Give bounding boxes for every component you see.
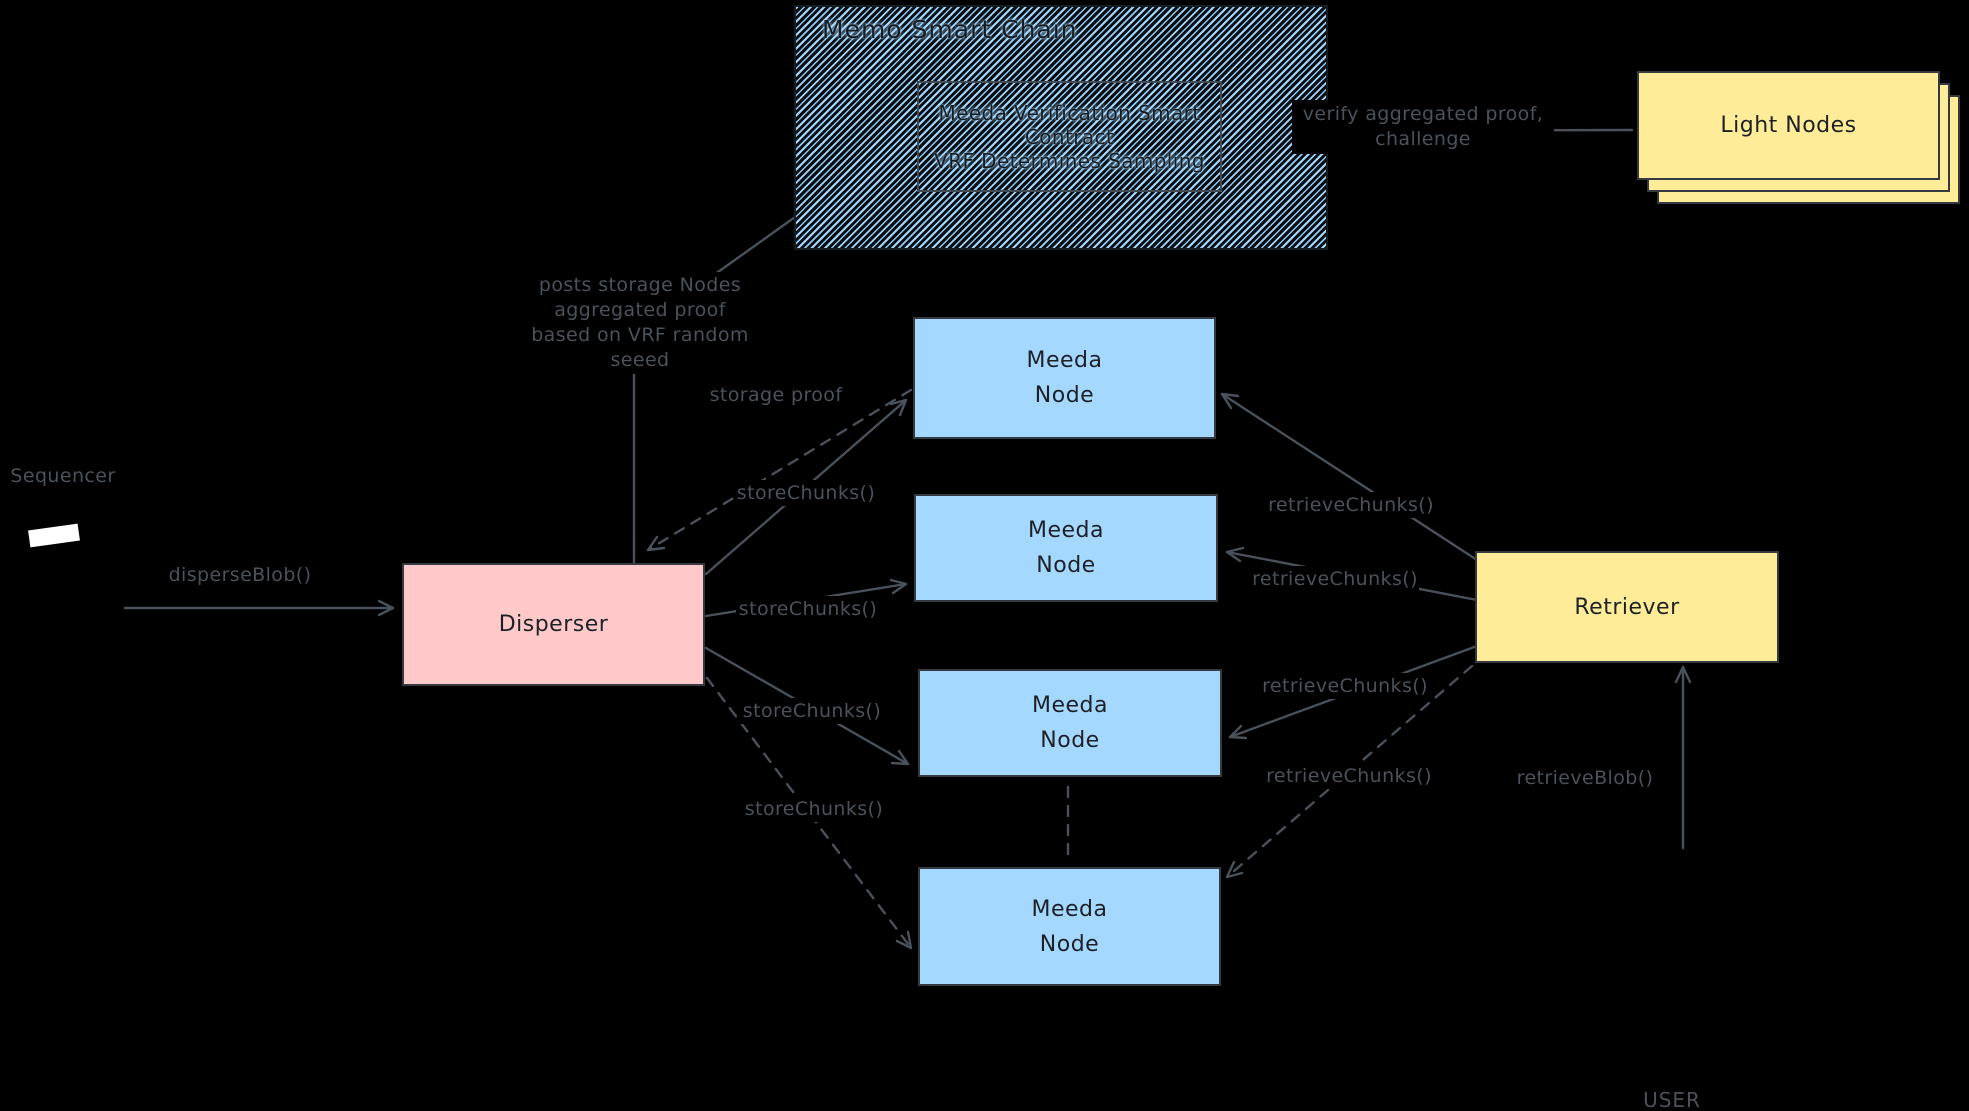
arrow-retrieve-chunks-1 bbox=[1220, 392, 1479, 562]
disperser-box: Disperser bbox=[402, 563, 705, 686]
light-nodes-box: Light Nodes bbox=[1637, 71, 1940, 180]
verification-contract-box: Meeda Verification Smart Contract VRF De… bbox=[917, 81, 1222, 192]
meeda-node-box-3: Meeda Node bbox=[918, 669, 1222, 777]
memo-smart-chain-box: Memo Smart Chain Meeda Verification Smar… bbox=[794, 5, 1328, 250]
arrow-disperse-blob bbox=[123, 599, 395, 617]
disperser-label: Disperser bbox=[498, 612, 609, 637]
arrow-storage-proof bbox=[646, 388, 913, 552]
light-nodes-label: Light Nodes bbox=[1720, 113, 1857, 138]
edge-label-retrieve-chunks-3: retrieveChunks() bbox=[1261, 673, 1429, 699]
edge-label-retrieve-chunks-2: retrieveChunks() bbox=[1251, 566, 1419, 592]
edge-label-retrieve-chunks-4: retrieveChunks() bbox=[1265, 763, 1433, 789]
retriever-box: Retriever bbox=[1475, 551, 1779, 663]
edge-label-store-chunks-3: storeChunks() bbox=[740, 698, 884, 724]
sequencer-label: Sequencer bbox=[8, 464, 118, 488]
edge-label-storage-proof: storage proof bbox=[700, 382, 852, 408]
meeda-node-box-4: Meeda Node bbox=[918, 867, 1221, 986]
meeda-node-label: Node bbox=[1040, 728, 1100, 753]
edge-label-store-chunks-1: storeChunks() bbox=[734, 480, 878, 506]
meeda-node-box-1: Meeda Node bbox=[913, 317, 1216, 439]
meeda-node-label: Node bbox=[1039, 931, 1100, 957]
contract-label-line3: VRF Determines Sampling bbox=[934, 148, 1205, 173]
edge-label-store-chunks-2: storeChunks() bbox=[736, 596, 880, 622]
edge-label-store-chunks-4: storeChunks() bbox=[742, 796, 886, 822]
contract-label-line1: Meeda Verification Smart bbox=[938, 100, 1201, 125]
edge-label-verify-proof: verify aggregated proof, challenge bbox=[1292, 100, 1554, 154]
edge-label-retrieve-chunks-1: retrieveChunks() bbox=[1267, 492, 1435, 518]
meeda-node-label: Node bbox=[1036, 553, 1096, 578]
retriever-label: Retriever bbox=[1574, 594, 1680, 620]
contract-label-line2: Contract bbox=[1024, 124, 1115, 149]
meeda-node-box-2: Meeda Node bbox=[914, 494, 1218, 602]
edge-label-disperse-blob: disperseBlob() bbox=[166, 562, 314, 588]
edge-label-retrieve-blob: retrieveBlob() bbox=[1514, 765, 1656, 791]
meeda-node-label: Meeda bbox=[1026, 348, 1103, 373]
meeda-node-label: Node bbox=[1034, 383, 1095, 408]
meeda-node-label: Meeda bbox=[1032, 693, 1108, 718]
arrow-retrieve-blob bbox=[1674, 665, 1692, 850]
meeda-node-label: Meeda bbox=[1028, 518, 1104, 543]
memo-smart-chain-title: Memo Smart Chain bbox=[822, 15, 1078, 44]
user-label: USER bbox=[1640, 1088, 1704, 1111]
edge-label-posts-proof: posts storage Nodes aggregated proof bas… bbox=[520, 272, 760, 374]
meeda-node-label: Meeda bbox=[1031, 896, 1108, 922]
